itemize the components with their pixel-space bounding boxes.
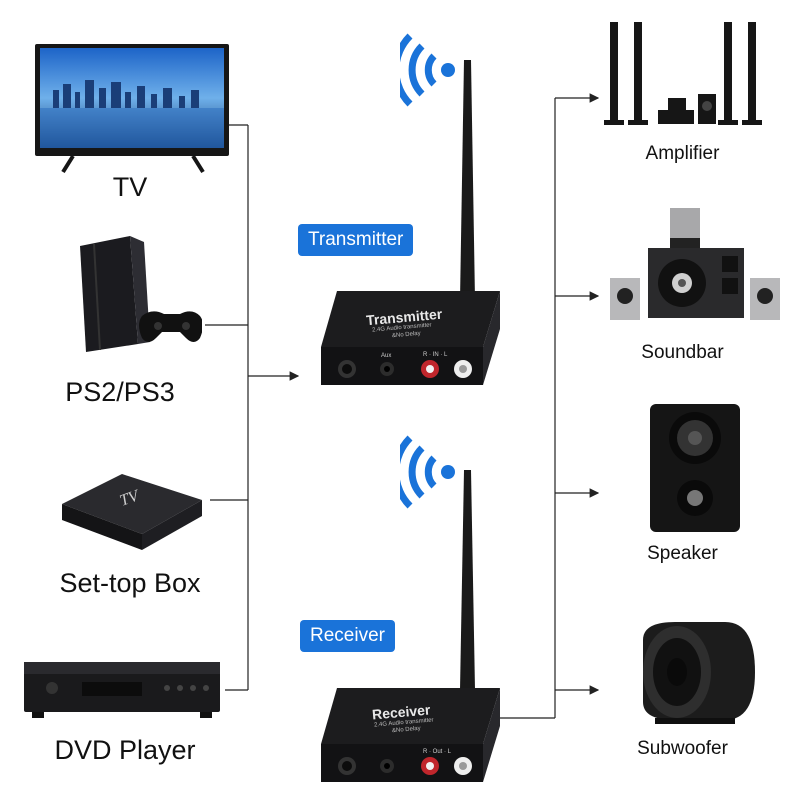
source-label-settop: Set-top Box	[59, 568, 201, 598]
svg-text:TV: TV	[118, 487, 143, 510]
wifi-signal-icon	[400, 435, 455, 509]
set-top-box-icon: TV	[62, 474, 202, 550]
output-label-amplifier: Amplifier	[645, 143, 720, 164]
receiver-out-label: R · Out · L	[423, 749, 452, 755]
source-label-dvd: DVD Player	[54, 735, 196, 765]
transmitter-aux-label: Aux	[381, 353, 392, 359]
receiver-antenna-icon	[460, 470, 475, 690]
dvd-player-icon	[24, 662, 220, 718]
tv-icon	[35, 44, 229, 174]
transmitter-device	[321, 291, 500, 385]
transmitter-tag: Transmitter	[298, 224, 414, 256]
source-label-ps: PS2/PS3	[65, 377, 175, 407]
game-console-icon	[80, 236, 202, 352]
output-label-soundbar: Soundbar	[641, 342, 724, 363]
amplifier-icon	[604, 22, 762, 125]
subwoofer-icon	[643, 622, 755, 724]
receiver-device	[321, 688, 500, 782]
speaker-icon	[650, 404, 740, 532]
wifi-signal-icon	[400, 33, 455, 107]
transmitter-antenna-icon	[460, 60, 475, 300]
receiver-tag: Receiver	[300, 620, 395, 652]
output-label-subwoofer: Subwoofer	[637, 738, 728, 759]
source-label-tv: TV	[112, 172, 148, 202]
transmitter-in-label: R · IN · L	[423, 352, 448, 358]
output-label-speaker: Speaker	[647, 543, 718, 564]
soundbar-icon	[610, 208, 780, 320]
